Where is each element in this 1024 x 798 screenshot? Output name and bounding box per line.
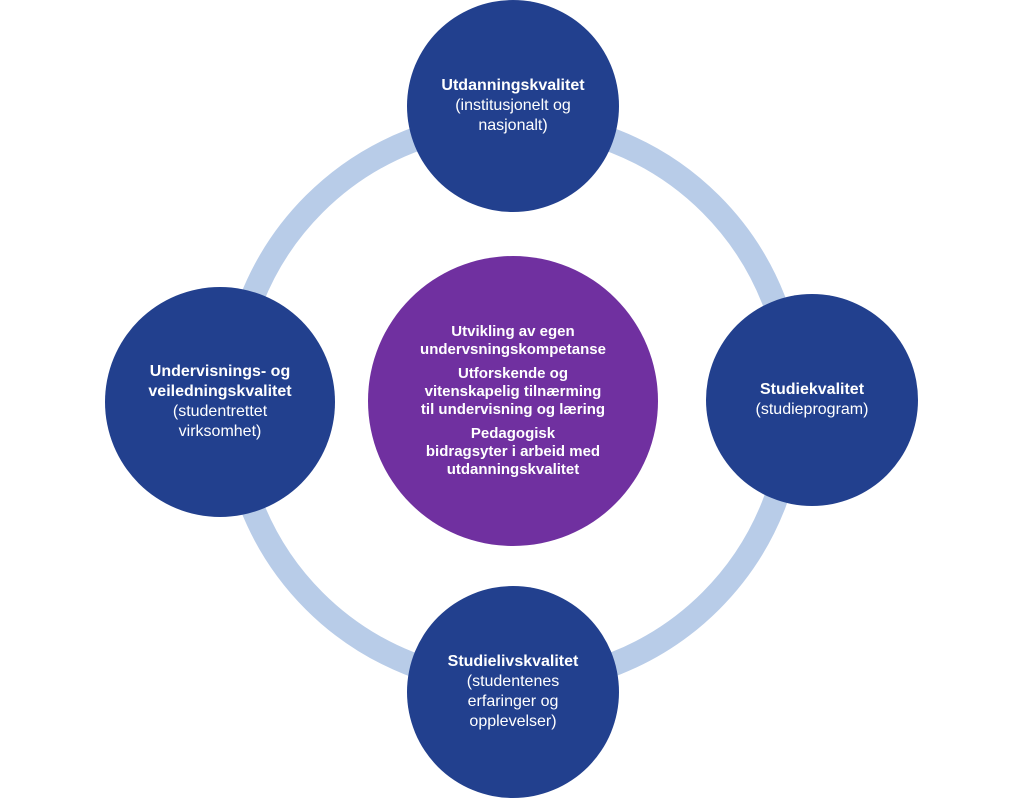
node-subtitle-line: (studentenes (466, 673, 560, 690)
node-subtitle-line: virksomhet) (178, 423, 262, 440)
center-item-line: vitenskapelig tilnærming (424, 383, 602, 400)
center-item: Utforskende og vitenskapelig tilnærming … (421, 365, 605, 419)
node-subtitle-line: opplevelser) (469, 713, 557, 730)
node-title-line: veiledningskvalitet (148, 383, 292, 400)
node-utdanningskvalitet: Utdanningskvalitet (institusjonelt og na… (407, 0, 619, 212)
node-studiekvalitet: Studiekvalitet (studieprogram) (706, 294, 918, 506)
node-subtitle-line: (studentrettet (172, 403, 268, 420)
center-item-line: undervsningskompetanse (420, 341, 606, 358)
node-title-line: Undervisnings- og (149, 363, 291, 380)
center-item: Pedagogisk bidragsyter i arbeid med utda… (426, 425, 600, 479)
node-subtitle-line: (studieprogram) (755, 401, 869, 418)
node-studielivskvalitet: Studielivskvalitet (studentenes erfaring… (407, 586, 619, 798)
center-item-line: Utvikling av egen (451, 323, 575, 340)
center-item-line: utdanningskvalitet (446, 461, 580, 478)
center-item-line: Pedagogisk (470, 425, 556, 442)
node-subtitle-line: (institusjonelt og (455, 97, 571, 114)
center-item-line: bidragsyter i arbeid med (425, 443, 601, 460)
center-item-line: Utforskende og (457, 365, 568, 382)
center-competence-circle: Utvikling av egen undervsningskompetanse… (368, 256, 658, 546)
node-subtitle-line: erfaringer og (467, 693, 559, 710)
center-item: Utvikling av egen undervsningskompetanse (420, 323, 606, 359)
node-title: Utdanningskvalitet (441, 77, 585, 94)
center-item-line: til undervisning og læring (420, 401, 606, 418)
node-subtitle-line: nasjonalt) (478, 117, 548, 134)
node-undervisningskvalitet: Undervisnings- og veiledningskvalitet (s… (105, 287, 335, 517)
node-title: Studiekvalitet (759, 381, 865, 398)
node-title: Studielivskvalitet (447, 653, 579, 670)
